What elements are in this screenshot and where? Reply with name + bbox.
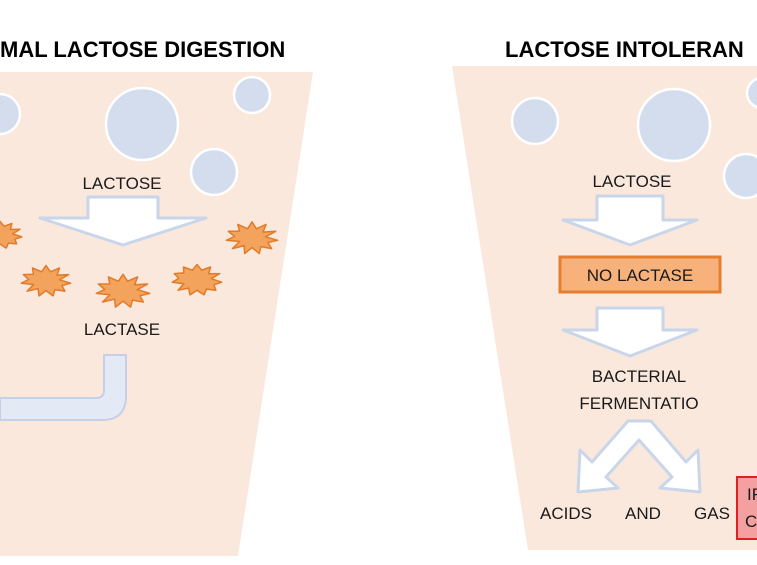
irritation-label-line2: C: [745, 512, 757, 531]
absorption-tube-icon: [0, 354, 127, 421]
normal-digestion-panel: LACTOSE LACTASE: [0, 72, 313, 556]
lactose-bubble: [745, 77, 757, 109]
lactose-intolerance-panel: LACTOSE NO LACTASE BACTERIAL FERMENTATIO…: [452, 66, 757, 550]
down-arrow-icon: [561, 194, 699, 247]
lactase-label: LACTASE: [84, 320, 160, 339]
lactose-bubble: [636, 87, 712, 163]
lactose-bubble: [104, 86, 180, 162]
lactose-bubble: [0, 92, 22, 136]
irritation-box: [736, 476, 757, 540]
and-label: AND: [625, 504, 661, 523]
bacterial-fermentation-label-line2: FERMENTATIO: [579, 394, 698, 413]
lactase-enzyme-icon: [20, 264, 72, 297]
no-lactase-label: NO LACTASE: [587, 266, 693, 285]
intestine-cross-section-left: [0, 72, 313, 556]
lactose-label: LACTOSE: [82, 174, 161, 193]
irritation-label-line1: IF: [747, 485, 757, 504]
lactose-label: LACTOSE: [592, 172, 671, 191]
bacterial-fermentation-label-line1: BACTERIAL: [592, 367, 686, 386]
lactose-intolerance-title: LACTOSE INTOLERAN: [505, 37, 744, 62]
lactose-bubble: [722, 152, 757, 200]
normal-digestion-title: MAL LACTOSE DIGESTION: [0, 37, 285, 62]
lactase-enzyme-icons: [0, 220, 279, 308]
lactose-bubble: [189, 147, 239, 197]
lactase-enzyme-icon: [0, 220, 23, 249]
lactase-enzyme-icon: [171, 263, 223, 296]
down-arrow-icon: [561, 306, 699, 358]
lactose-bubble: [232, 75, 272, 115]
no-lactase-box: [558, 255, 722, 294]
lactase-enzyme-icon: [225, 221, 279, 255]
lactose-bubble: [510, 96, 560, 146]
lactase-enzyme-icon: [95, 273, 151, 308]
gas-label: GAS: [694, 504, 730, 523]
down-arrow-icon: [38, 195, 208, 247]
acids-label: ACIDS: [540, 504, 592, 523]
split-arrow-icon: [576, 419, 702, 494]
